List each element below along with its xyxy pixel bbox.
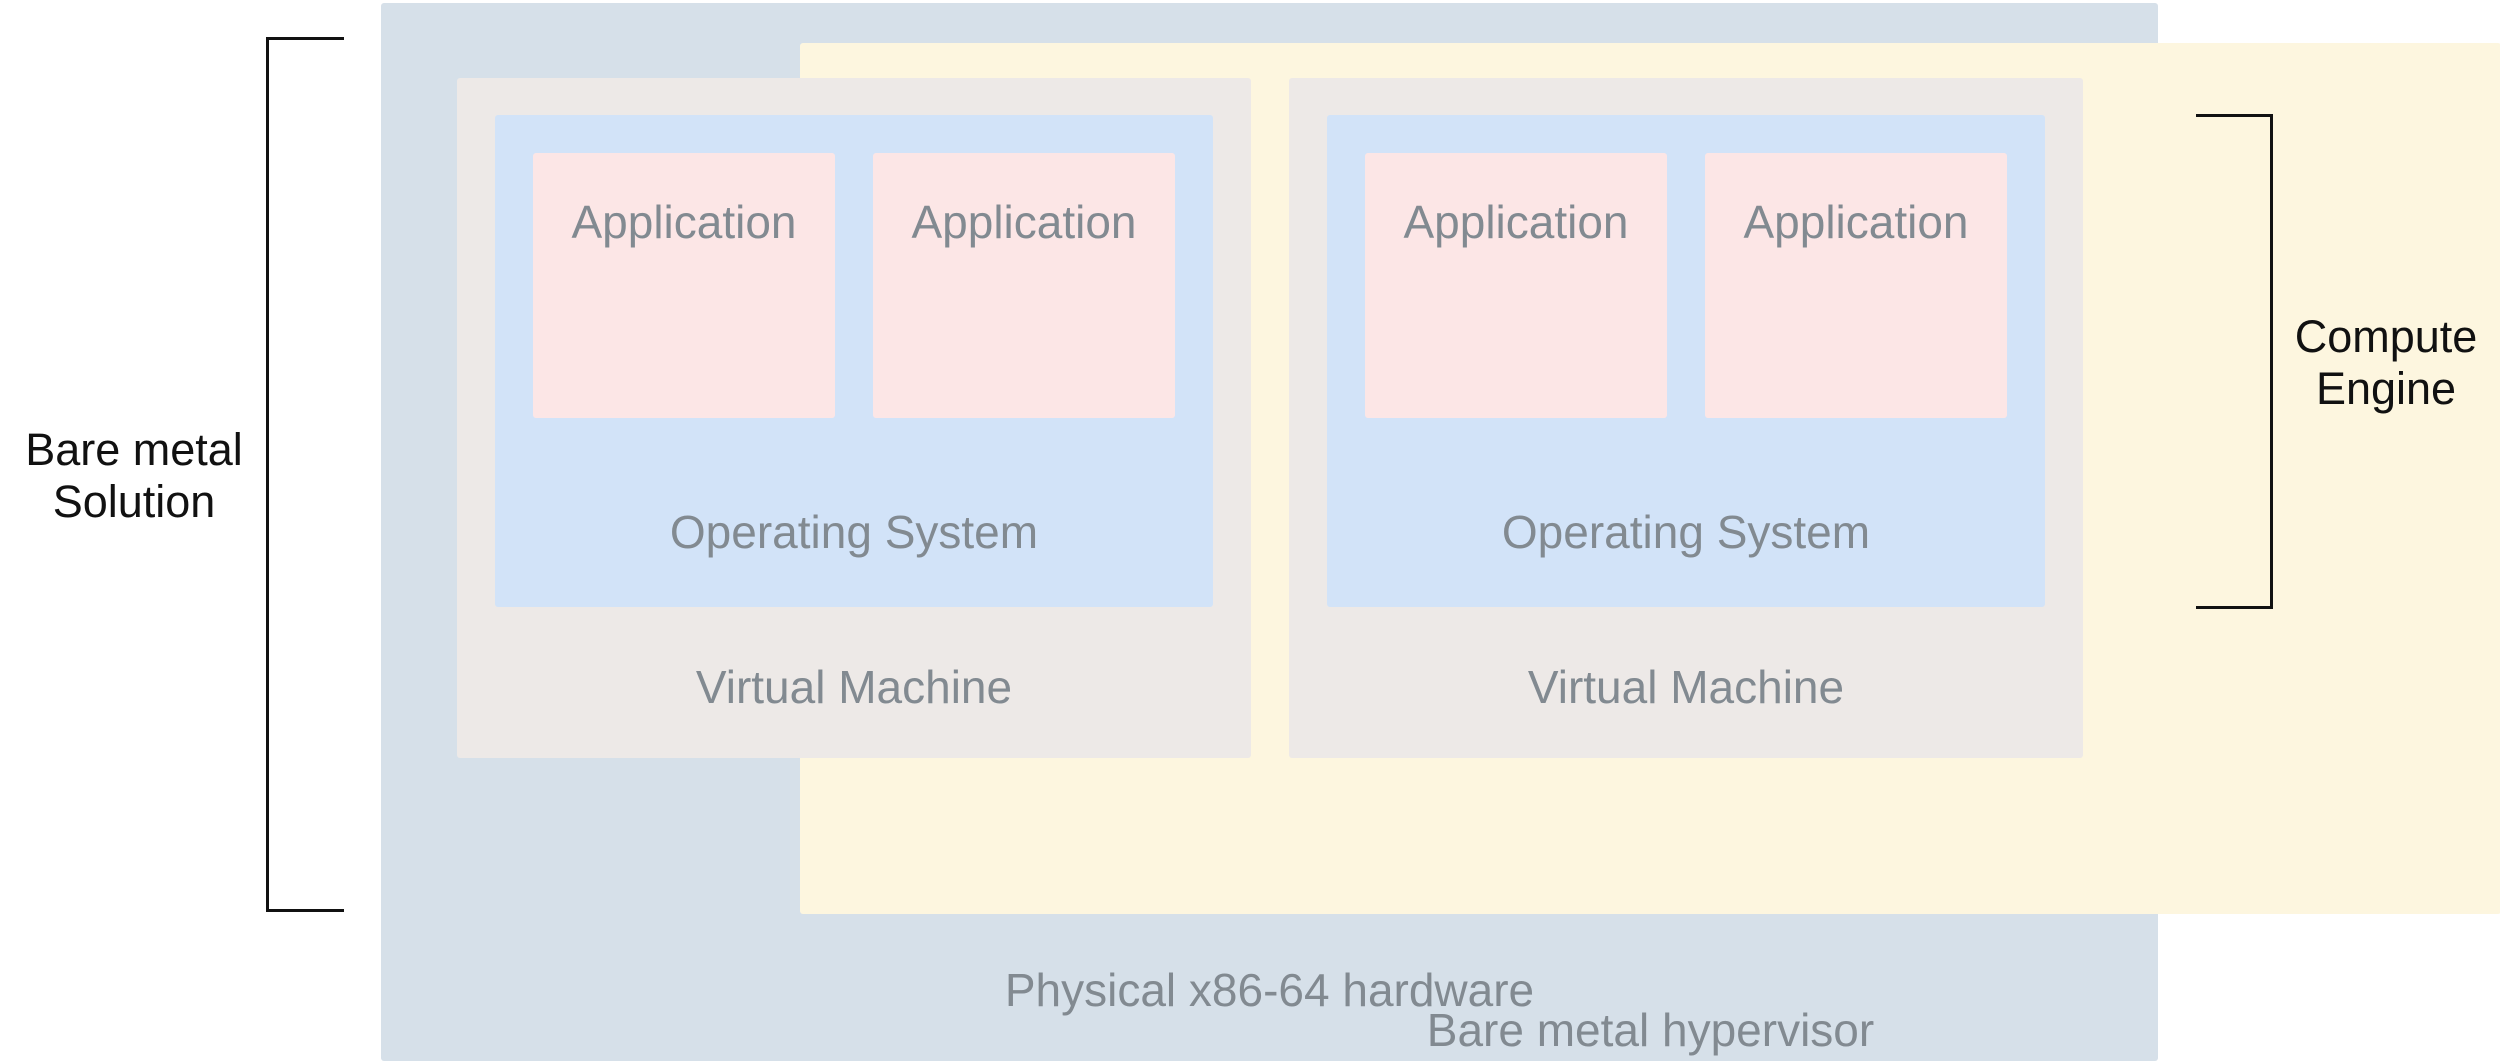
compute-engine-bracket bbox=[2196, 114, 2273, 609]
application-label: Application bbox=[1403, 196, 1629, 248]
compute-engine-label-line: Engine bbox=[2315, 363, 2457, 414]
application-label: Application bbox=[1743, 196, 1969, 248]
bare-metal-solution-bracket bbox=[266, 37, 344, 912]
bare-metal-solution-label: Bare metal Solution bbox=[0, 424, 268, 528]
compute-engine-label: Compute Engine bbox=[2280, 311, 2492, 415]
os-label: Operating System bbox=[669, 506, 1039, 558]
application-box: Application bbox=[1705, 153, 2007, 418]
os-label: Operating System bbox=[1501, 506, 1871, 558]
vm-label: Virtual Machine bbox=[695, 661, 1013, 713]
vm-label: Virtual Machine bbox=[1527, 661, 1845, 713]
application-box: Application bbox=[1365, 153, 1667, 418]
bare-metal-solution-label-line: Bare metal bbox=[25, 424, 243, 475]
application-label: Application bbox=[911, 196, 1137, 248]
bare-metal-solution-label-line: Solution bbox=[52, 476, 216, 527]
application-box: Application bbox=[533, 153, 835, 418]
application-box: Application bbox=[873, 153, 1175, 418]
compute-engine-label-line: Compute bbox=[2294, 311, 2478, 362]
hypervisor-label: Bare metal hypervisor bbox=[1426, 1004, 1875, 1056]
hardware-label: Physical x86-64 hardware bbox=[1004, 964, 1535, 1016]
application-label: Application bbox=[571, 196, 797, 248]
